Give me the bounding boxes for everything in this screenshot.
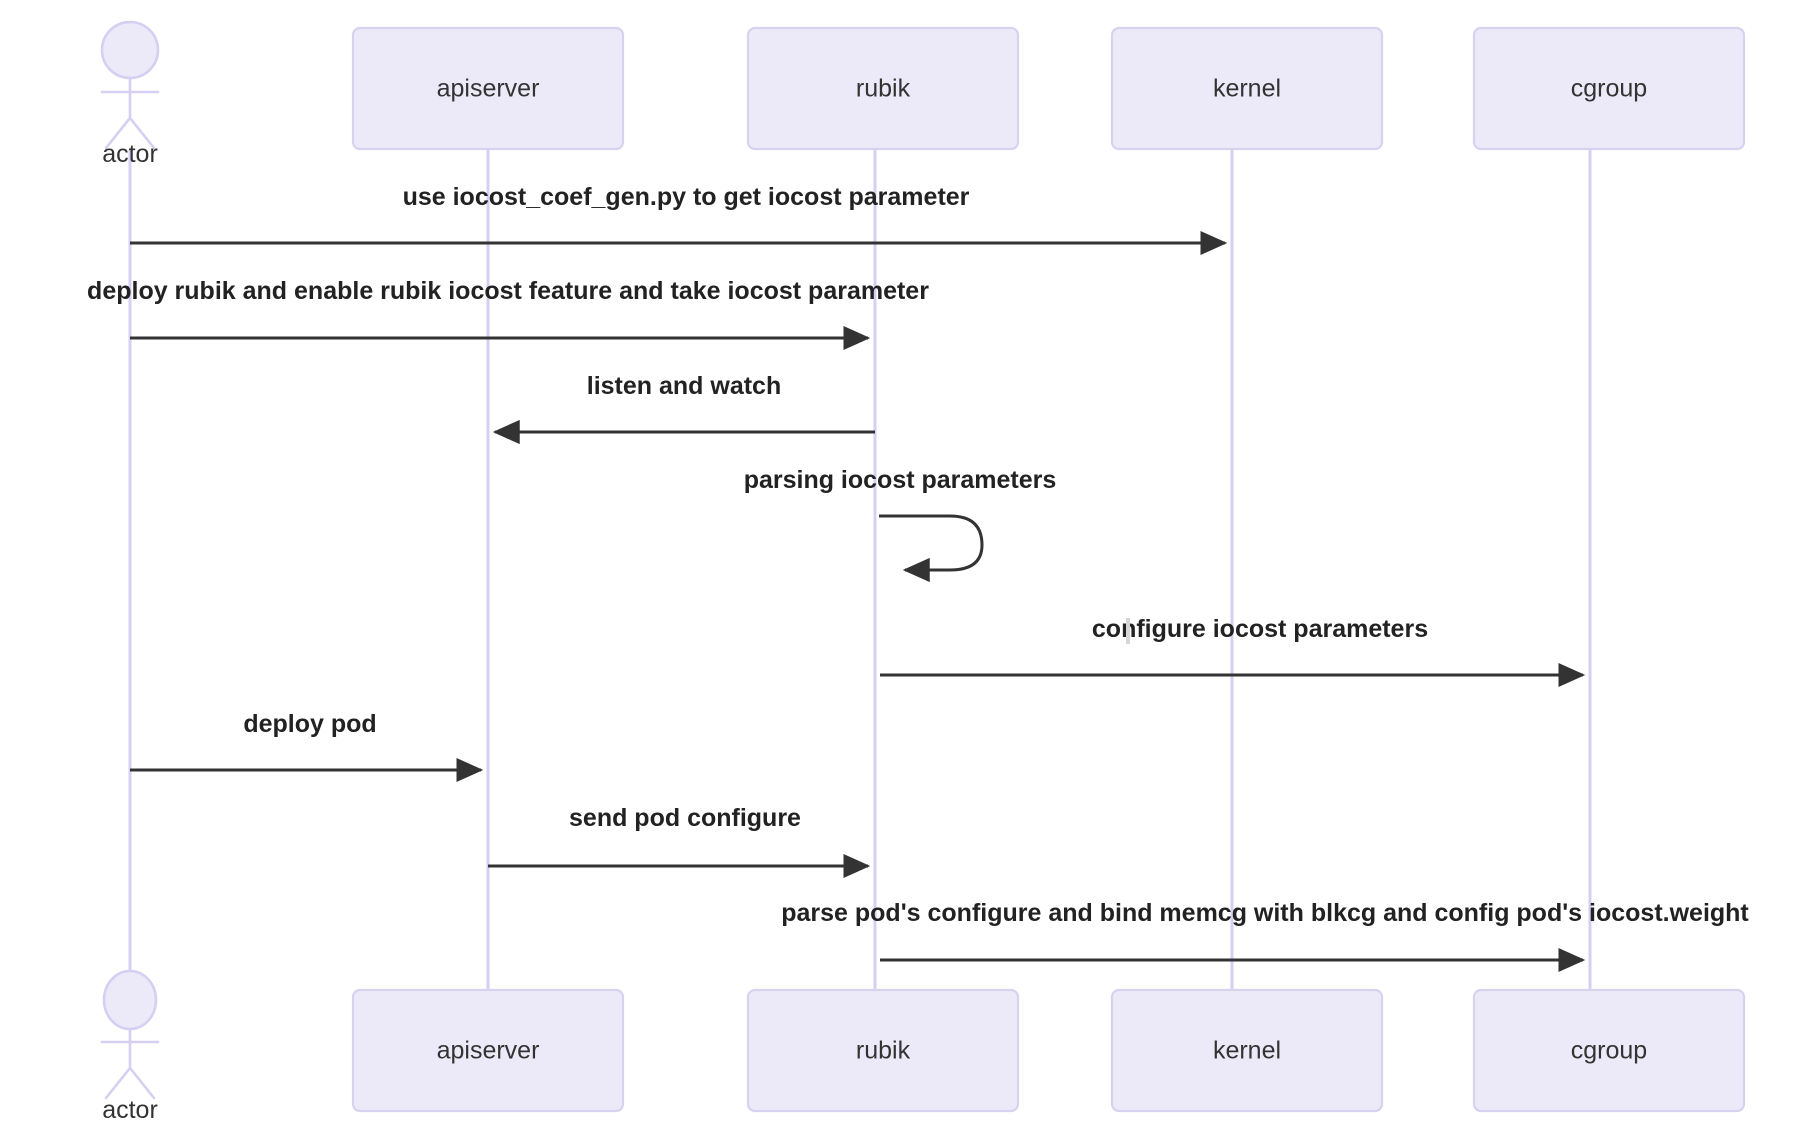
message-2[interactable]: deploy rubik and enable rubik iocost fea… xyxy=(87,277,929,351)
participant-label-rubik-top: rubik xyxy=(856,75,911,103)
message-label-2: deploy rubik and enable rubik iocost fea… xyxy=(87,277,929,305)
message-3[interactable]: listen and watch xyxy=(492,372,875,445)
message-1[interactable]: use iocost_coef_gen.py to get iocost par… xyxy=(130,183,1228,256)
message-label-8: parse pod's configure and bind memcg wit… xyxy=(781,899,1749,927)
actor-label-bottom: actor xyxy=(102,1096,158,1124)
message-label-3: listen and watch xyxy=(587,372,781,400)
message-label-5: configure iocost parameters xyxy=(1092,615,1428,643)
actor-label-top: actor xyxy=(102,140,158,168)
message-8[interactable]: parse pod's configure and bind memcg wit… xyxy=(781,899,1749,973)
message-label-6: deploy pod xyxy=(243,710,376,738)
self-loop-path-4 xyxy=(879,514,984,583)
participant-cgroup-bottom[interactable]: cgroup xyxy=(1472,988,1746,1113)
actor-head-icon-top xyxy=(100,20,160,80)
participant-label-apiserver-top: apiserver xyxy=(437,75,540,103)
participant-rubik-top[interactable]: rubik xyxy=(746,26,1020,151)
message-label-7: send pod configure xyxy=(569,804,801,832)
message-label-4: parsing iocost parameters xyxy=(744,466,1057,494)
participant-kernel-top[interactable]: kernel xyxy=(1110,26,1384,151)
participant-label-cgroup-top: cgroup xyxy=(1571,75,1647,103)
actor-body-icon-bottom xyxy=(100,1027,160,1100)
participant-apiserver-top[interactable]: apiserver xyxy=(351,26,625,151)
actor-body-icon-top xyxy=(100,76,160,150)
message-4-self-loop[interactable]: parsing iocost parameters xyxy=(744,466,1057,583)
participant-label-kernel-bottom: kernel xyxy=(1213,1037,1281,1065)
message-label-1: use iocost_coef_gen.py to get iocost par… xyxy=(403,183,970,211)
participant-apiserver-bottom[interactable]: apiserver xyxy=(351,988,625,1113)
participant-rubik-bottom[interactable]: rubik xyxy=(746,988,1020,1113)
participant-label-kernel-top: kernel xyxy=(1213,75,1281,103)
participant-kernel-bottom[interactable]: kernel xyxy=(1110,988,1384,1113)
participant-label-rubik-bottom: rubik xyxy=(856,1037,911,1065)
participant-cgroup-top[interactable]: cgroup xyxy=(1472,26,1746,151)
participant-label-cgroup-bottom: cgroup xyxy=(1571,1037,1647,1065)
actor-head-icon-bottom xyxy=(102,969,158,1031)
participant-label-apiserver-bottom: apiserver xyxy=(437,1037,540,1065)
message-5[interactable]: configure iocost parameters xyxy=(880,615,1586,688)
actor-figure-top[interactable]: actor xyxy=(100,20,160,168)
text-caret-artifact xyxy=(1126,618,1130,644)
message-7[interactable]: send pod configure xyxy=(488,804,871,879)
lifelines-group xyxy=(128,150,1592,990)
actor-figure-bottom[interactable]: actor xyxy=(100,969,160,1124)
message-6[interactable]: deploy pod xyxy=(130,710,484,783)
